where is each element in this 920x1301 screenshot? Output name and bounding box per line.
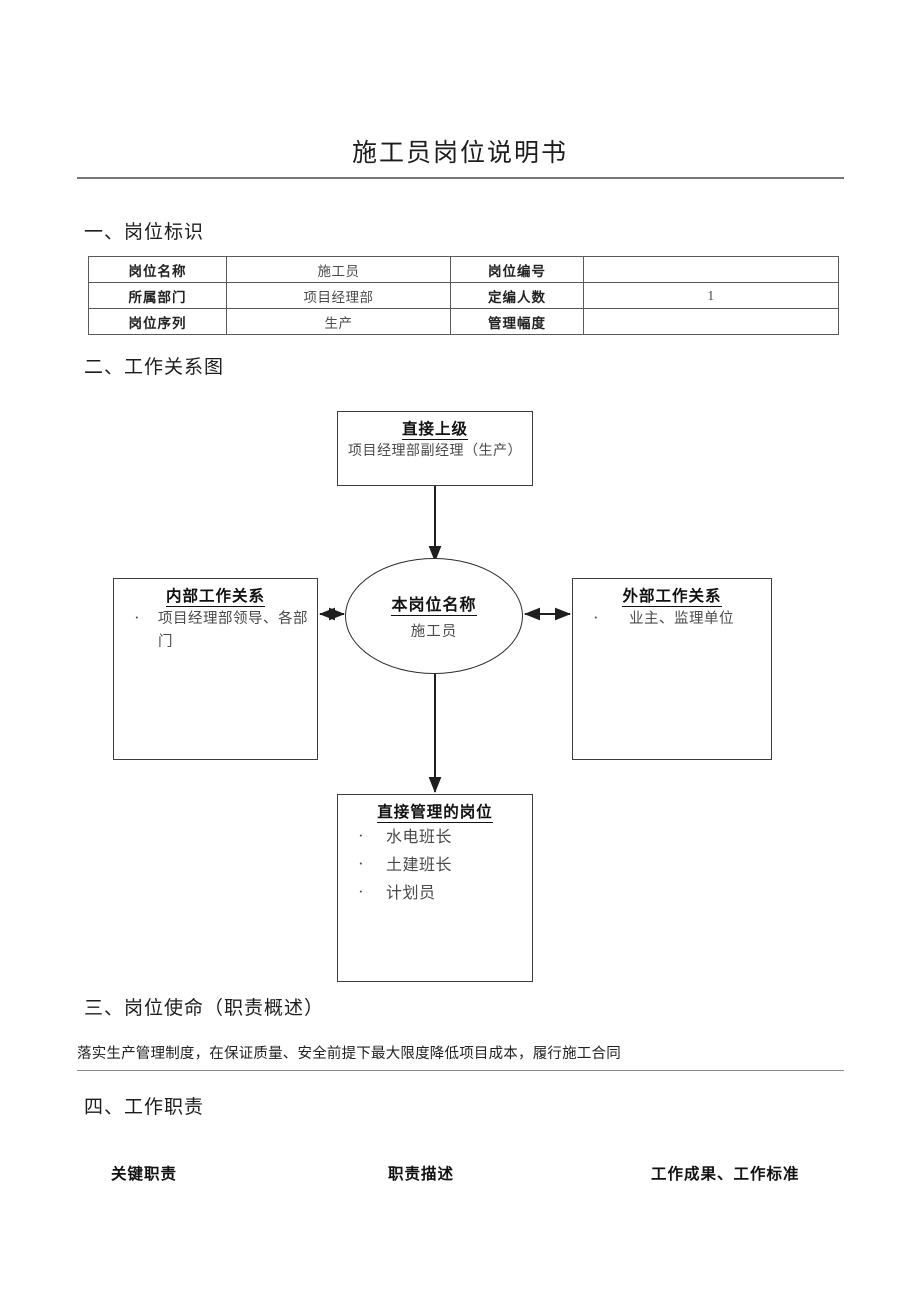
ellipse-title-text: 本岗位名称: [391, 597, 477, 616]
table-cell-label: 岗位序列: [88, 308, 227, 335]
mission-statement: 落实生产管理制度，在保证质量、安全前提下最大限度降低项目成本，履行施工合同: [77, 1042, 844, 1071]
list-item: 水电班长: [352, 822, 526, 852]
table-cell-label: 定编人数: [450, 282, 584, 309]
table-cell-label: 岗位名称: [88, 256, 227, 283]
box-title: 外部工作关系: [573, 584, 771, 607]
section-heading-duties: 四、工作职责: [84, 1097, 205, 1118]
diagram-box-internal-relations: 内部工作关系 项目经理部领导、各部门: [113, 578, 318, 760]
list-item: 业主、监理单位: [587, 606, 765, 631]
table-cell-value: 项目经理部: [226, 282, 451, 309]
list-item: 计划员: [352, 878, 526, 908]
table-row: 岗位序列 生产 管理幅度: [88, 308, 839, 335]
box-item-list: 水电班长 土建班长 计划员: [338, 822, 532, 908]
box-title-text: 直接上级: [401, 421, 468, 440]
table-cell-label: 管理幅度: [450, 308, 584, 335]
table-cell-value: 生产: [226, 308, 451, 335]
diagram-box-managed-positions: 直接管理的岗位 水电班长 土建班长 计划员: [337, 794, 533, 982]
duty-column-header-description: 职责描述: [388, 1166, 455, 1183]
duty-column-header-outcome-standard: 工作成果、工作标准: [651, 1166, 800, 1183]
box-title-text: 内部工作关系: [165, 588, 265, 607]
list-item: 项目经理部领导、各部门: [128, 606, 311, 654]
table-cell-value: [583, 308, 839, 335]
box-subtitle: 项目经理部副经理（生产）: [348, 444, 522, 459]
list-item: 土建班长: [352, 850, 526, 880]
section-heading-mission: 三、岗位使命（职责概述）: [84, 998, 325, 1019]
duty-column-header-key-duty: 关键职责: [111, 1166, 178, 1183]
table-cell-value: 1: [583, 282, 839, 309]
box-item-list: 业主、监理单位: [573, 606, 771, 631]
section-heading-relationship: 二、工作关系图: [84, 357, 225, 378]
table-row: 岗位名称 施工员 岗位编号: [88, 256, 839, 283]
table-cell-value: [583, 256, 839, 283]
diagram-box-external-relations: 外部工作关系 业主、监理单位: [572, 578, 772, 760]
diagram-center-position-ellipse: 本岗位名称 施工员: [345, 558, 523, 674]
box-title: 内部工作关系: [114, 584, 317, 607]
title-divider: [77, 177, 844, 179]
table-cell-label: 岗位编号: [450, 256, 584, 283]
box-item-list: 项目经理部领导、各部门: [114, 606, 317, 654]
box-title: 直接上级: [338, 417, 532, 440]
diagram-box-direct-supervisor: 直接上级 项目经理部副经理（生产）: [337, 411, 533, 486]
section-heading-identity: 一、岗位标识: [84, 222, 205, 243]
table-cell-value: 施工员: [226, 256, 451, 283]
page-title: 施工员岗位说明书: [351, 140, 568, 167]
identity-table: 岗位名称 施工员 岗位编号 所属部门 项目经理部 定编人数 1 岗位序列 生产 …: [88, 256, 839, 335]
table-cell-label: 所属部门: [88, 282, 227, 309]
ellipse-title: 本岗位名称: [391, 591, 477, 616]
box-title-text: 外部工作关系: [622, 588, 722, 607]
ellipse-subtitle: 施工员: [410, 624, 458, 640]
box-title-text: 直接管理的岗位: [377, 804, 493, 823]
table-row: 所属部门 项目经理部 定编人数 1: [88, 282, 839, 309]
box-title: 直接管理的岗位: [338, 800, 532, 823]
